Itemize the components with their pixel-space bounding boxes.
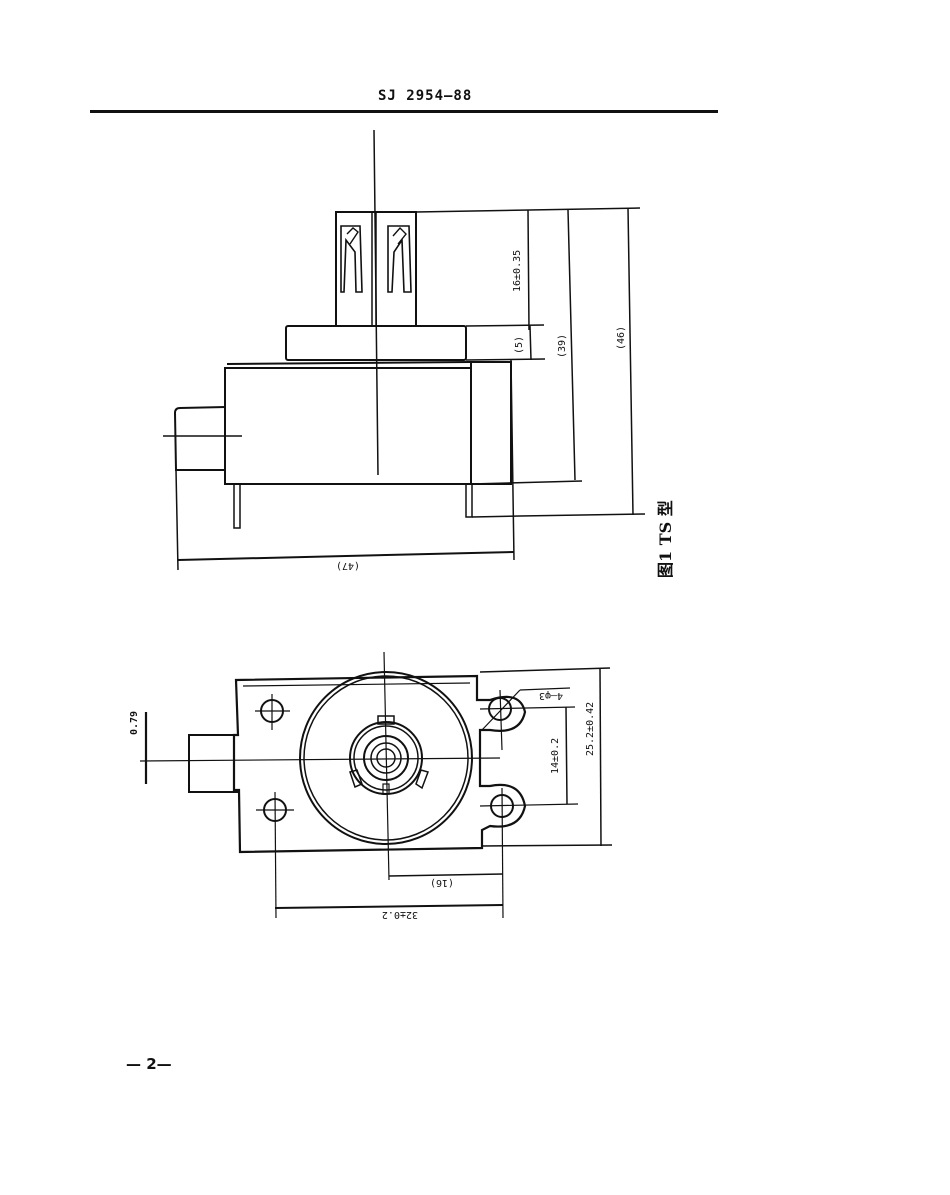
dim-terminal-height: 16±0.35 xyxy=(512,250,523,292)
standard-code: SJ 2954—88 xyxy=(378,88,473,104)
dim-body-height: (39) xyxy=(557,334,568,358)
dim-mount-height: 25.2±0.42 xyxy=(585,702,596,756)
side-view xyxy=(163,129,646,571)
page-number: — 2— xyxy=(126,1055,172,1073)
header-rule xyxy=(90,110,718,113)
dim-hole-spacing-vertical: 14±0.2 xyxy=(550,738,561,774)
dim-shaft-offset: 0.79 xyxy=(129,711,140,735)
bottom-view xyxy=(139,651,613,919)
dim-overall-width: (47) xyxy=(336,560,360,571)
figure-caption: 图1 TS 型 xyxy=(656,500,675,578)
dim-hole-diameter: 4—φ3 xyxy=(539,690,563,701)
dim-overall-height: (46) xyxy=(616,326,627,350)
dim-hole-spacing-horizontal: 32±0.2 xyxy=(382,909,418,920)
dim-flange: (5) xyxy=(514,336,525,354)
dim-center-offset: (16) xyxy=(430,877,454,888)
